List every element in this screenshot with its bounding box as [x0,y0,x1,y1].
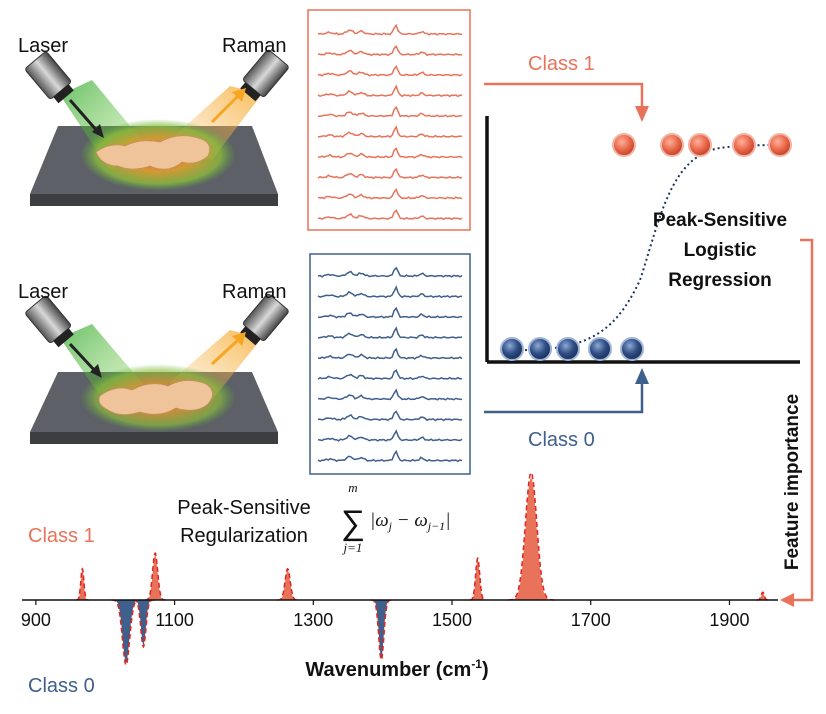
class1-point [612,133,636,157]
logistic-title-line3: Regression [668,270,771,291]
spectrum-trace [317,65,463,77]
raman-setup-class1: Laser Raman [18,35,289,206]
spectrum-trace [317,266,463,278]
tissue-sample [98,380,213,415]
class1-spectra-box [307,9,471,231]
class1-spectra [317,23,463,221]
feature-peak [133,600,154,645]
spectrum-trace [317,167,463,180]
tick-label: 1100 [155,610,194,630]
class1-point [768,133,792,157]
class1-point [688,133,712,157]
wavenumber-axis-label: Wavenumber (cm-1) [305,657,488,681]
spectrum-trace [317,388,463,401]
class0-point [528,337,552,361]
raman-detector-icon [240,49,289,102]
sum-upper-limit: m [348,480,357,495]
tick-label: 1300 [293,610,333,630]
spectrum-trace [317,306,463,319]
tick-label: 1900 [709,610,749,630]
raman-label: Raman [222,281,286,303]
spectrum-trace [317,105,463,118]
feature-peak [144,555,166,600]
class1-point [732,133,756,157]
class0-spectra-box [309,253,471,475]
spectrum-trace [317,347,463,360]
spectrum-trace [317,125,463,139]
tick-label: 1500 [432,610,472,630]
class0-point [556,337,580,361]
spectrum-trace [317,209,463,221]
peak-fit-line [76,567,89,601]
class0-point [588,337,612,361]
class1-point [660,133,684,157]
feature-weights-plot [76,470,769,667]
class0-point [620,337,644,361]
spectrum-trace [317,84,463,98]
spectrum-trace [317,23,463,36]
sum-symbol: ∑ [341,504,365,542]
spectrum-trace [317,187,463,200]
tick-label: 900 [21,610,51,630]
class0-connector-arrow [484,382,644,414]
feature-importance-label: Feature importance [782,394,803,570]
class1-logistic-label: Class 1 [528,53,595,75]
spectrum-trace [317,449,463,463]
sum-lower-limit: j=1 [342,540,363,555]
class1-points [612,133,792,157]
class1-connector-arrow [484,82,644,108]
laser-arrow-icon [68,342,98,374]
spectrum-trace [317,147,463,159]
class0-point [500,337,524,361]
spectrum-trace [318,410,463,422]
peak-fit-line [277,567,298,601]
spectrum-trace [317,369,463,381]
laser-head-icon [25,295,74,348]
raman-detector-icon [240,293,289,346]
feature-peak [756,592,769,600]
peak-fit-line [469,556,486,601]
abs-difference-term: |ωj − ωj−1| [370,510,450,533]
laser-arrow-icon [68,99,100,133]
logistic-title-line2: Logistic [684,240,757,261]
class0-points [500,337,644,361]
feature-peak [277,570,298,600]
logistic-title-line1: Peak-Sensitive [653,210,787,231]
spectrum-trace [317,285,463,299]
wavenumber-ticks: 900 1100 1300 1500 1700 1900 [21,600,749,630]
laser-head-icon [25,51,74,104]
spectrum-trace [317,45,463,57]
raman-setup-class0: Laser Raman [18,281,289,444]
bottom-class0-label: Class 0 [28,675,95,697]
peak-fit-line [133,599,154,649]
feature-peak [76,570,89,600]
peak-fit-line [508,470,555,601]
feature-importance-arrow [792,238,814,602]
logistic-regression-panel: Class 1 Class 0 Peak-Sensitive Logistic … [484,53,800,451]
feature-peak [111,600,141,663]
class0-logistic-label: Class 0 [528,429,595,451]
bottom-class1-label: Class 1 [28,525,95,547]
spectrum-trace [317,429,463,442]
feature-peak [508,477,554,600]
peak-fit-line [370,599,392,662]
regularization-formula: m ∑ j=1 |ωj − ωj−1| [341,480,451,555]
regularization-title-line1: Peak-Sensitive [177,497,310,519]
feature-peak [469,560,486,600]
regularization-title-line2: Regularization [180,525,308,547]
laser-label: Laser [18,281,68,303]
feature-peak [370,600,392,658]
laser-label: Laser [18,35,68,57]
peak-fit-line [144,551,166,601]
class0-spectra [317,266,463,463]
spectrum-trace [317,326,463,339]
raman-label: Raman [222,35,286,57]
tissue-sample [95,135,211,170]
tick-label: 1700 [571,610,611,630]
